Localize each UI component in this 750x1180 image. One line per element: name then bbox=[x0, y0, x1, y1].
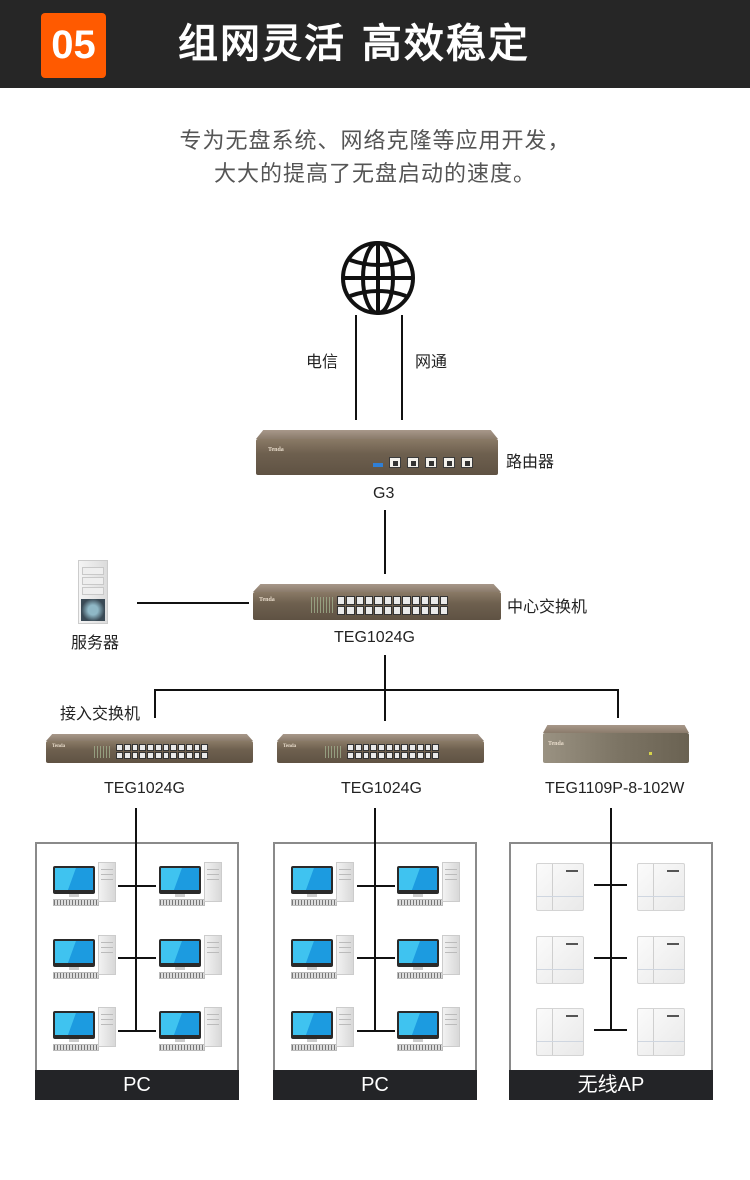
uplink-label-telecom: 电信 bbox=[306, 352, 339, 371]
usb-port bbox=[373, 463, 383, 467]
router-role-label: 路由器 bbox=[506, 452, 555, 471]
section-title: 组网灵活 高效稳定 bbox=[178, 21, 530, 67]
uplink-line-telecom bbox=[355, 315, 357, 420]
core-to-access-trunk bbox=[384, 655, 386, 721]
pc-icon bbox=[291, 862, 357, 912]
access-drop-right bbox=[617, 689, 619, 718]
router-port bbox=[443, 457, 455, 468]
pc-group-1-branch bbox=[118, 1030, 156, 1032]
ap-group-label: 无线AP bbox=[509, 1070, 713, 1100]
access-point-icon bbox=[536, 1008, 584, 1056]
header-bar: 05 组网灵活 高效稳定 bbox=[0, 0, 750, 88]
core-switch-port-grid bbox=[337, 596, 448, 615]
router-port bbox=[461, 457, 473, 468]
router-device: Tenda bbox=[256, 430, 498, 475]
router-model-label: G3 bbox=[373, 485, 395, 502]
core-switch-model-label: TEG1024G bbox=[334, 629, 415, 646]
server-label: 服务器 bbox=[71, 633, 120, 652]
pc-icon bbox=[53, 1007, 119, 1057]
subtitle-line-2: 大大的提高了无盘启动的速度。 bbox=[213, 162, 536, 187]
access-switch-3-model: TEG1109P-8-102W bbox=[545, 780, 685, 797]
ap-group-branch bbox=[594, 884, 627, 886]
ap-group-trunk bbox=[610, 808, 612, 1031]
access-point-icon bbox=[637, 863, 685, 911]
router-port bbox=[407, 457, 419, 468]
uplink-label-unicom: 网通 bbox=[415, 352, 448, 371]
pc-icon bbox=[159, 862, 225, 912]
access-drop-left bbox=[154, 689, 156, 718]
pc-group-2-branch bbox=[357, 885, 395, 887]
core-switch-device: Tenda bbox=[253, 584, 501, 620]
pc-icon bbox=[53, 862, 119, 912]
pc-icon bbox=[397, 1007, 463, 1057]
access-switch-1: Tenda bbox=[46, 734, 253, 763]
access-switch-1-model: TEG1024G bbox=[104, 780, 185, 797]
access-point-icon bbox=[536, 863, 584, 911]
pc-group-1-label: PC bbox=[35, 1070, 239, 1100]
pc-icon bbox=[159, 935, 225, 985]
access-switch-2-model: TEG1024G bbox=[341, 780, 422, 797]
router-port bbox=[425, 457, 437, 468]
pc-group-1 bbox=[35, 842, 239, 1072]
pc-group-1-branch bbox=[118, 885, 156, 887]
pc-icon bbox=[53, 935, 119, 985]
access-point-icon bbox=[536, 936, 584, 984]
core-switch-brand-logo: Tenda bbox=[259, 597, 275, 603]
ap-group-branch bbox=[594, 1029, 627, 1031]
access-point-icon bbox=[637, 936, 685, 984]
pc-group-1-trunk bbox=[135, 808, 137, 1031]
ap-group-branch bbox=[594, 957, 627, 959]
access-switch-3: Tenda bbox=[543, 725, 689, 763]
pc-group-2-label: PC bbox=[273, 1070, 477, 1100]
access-switch-role-label: 接入交换机 bbox=[60, 704, 141, 723]
pc-group-2-branch bbox=[357, 1030, 395, 1032]
router-brand-logo: Tenda bbox=[268, 447, 284, 453]
pc-group-2-branch bbox=[357, 957, 395, 959]
section-number-badge: 05 bbox=[41, 13, 106, 78]
server-to-core-line bbox=[137, 602, 249, 604]
pc-icon bbox=[397, 935, 463, 985]
subtitle-line-1: 专为无盘系统、网络克隆等应用开发， bbox=[179, 129, 571, 154]
pc-group-1-branch bbox=[118, 957, 156, 959]
pc-icon bbox=[291, 935, 357, 985]
uplink-line-unicom bbox=[401, 315, 403, 420]
access-switch-2: Tenda bbox=[277, 734, 484, 763]
globe-icon bbox=[341, 241, 415, 315]
pc-icon bbox=[159, 1007, 225, 1057]
pc-icon bbox=[397, 862, 463, 912]
access-point-icon bbox=[637, 1008, 685, 1056]
core-switch-role-label: 中心交换机 bbox=[507, 597, 588, 616]
router-to-core-line bbox=[384, 510, 386, 574]
pc-group-2-trunk bbox=[374, 808, 376, 1031]
router-port bbox=[389, 457, 401, 468]
server-icon bbox=[78, 560, 108, 624]
pc-icon bbox=[291, 1007, 357, 1057]
access-distribution-bus bbox=[154, 689, 619, 691]
